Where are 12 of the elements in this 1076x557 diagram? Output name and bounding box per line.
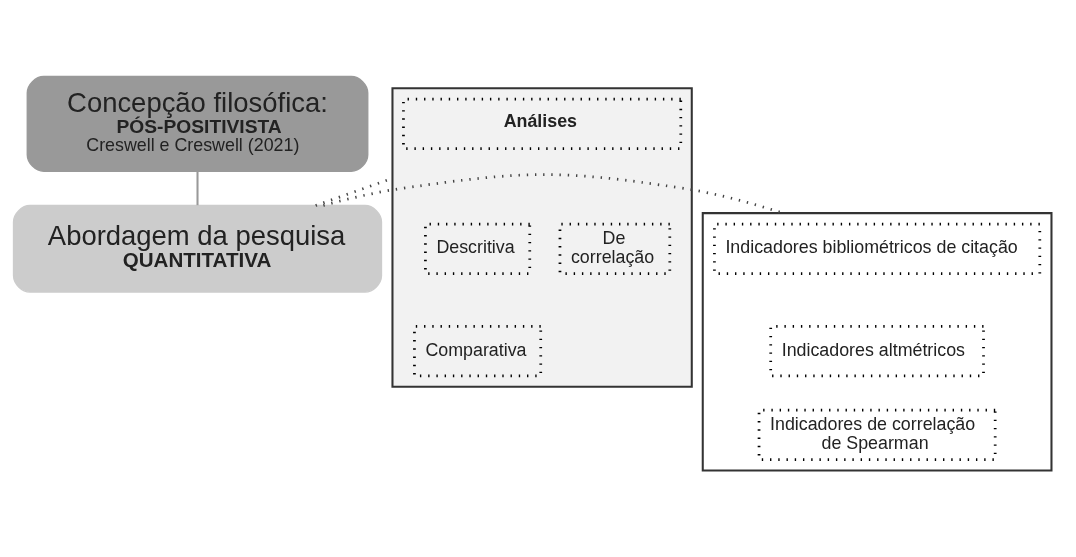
cluster [391, 86, 693, 388]
node-box: Indicadores bibliométricos de citação [713, 222, 1042, 275]
cluster [701, 211, 1053, 472]
node-box: Descritiva [424, 222, 532, 275]
node-box: Concepção filosófica: PÓS-POSITIVISTA Creswell e Creswell (2021) [26, 75, 369, 172]
node-box: Indicadores altmétricos [769, 324, 985, 377]
connector [196, 170, 199, 205]
node-box: De correlação [558, 222, 672, 275]
node-box: Análises [402, 97, 683, 150]
node-box: Abordagem da pesquisa QUANTITATIVA [12, 204, 383, 293]
node-box: Indicadores de correlação de Spearman [757, 408, 997, 461]
node-box: Comparativa [413, 324, 543, 377]
